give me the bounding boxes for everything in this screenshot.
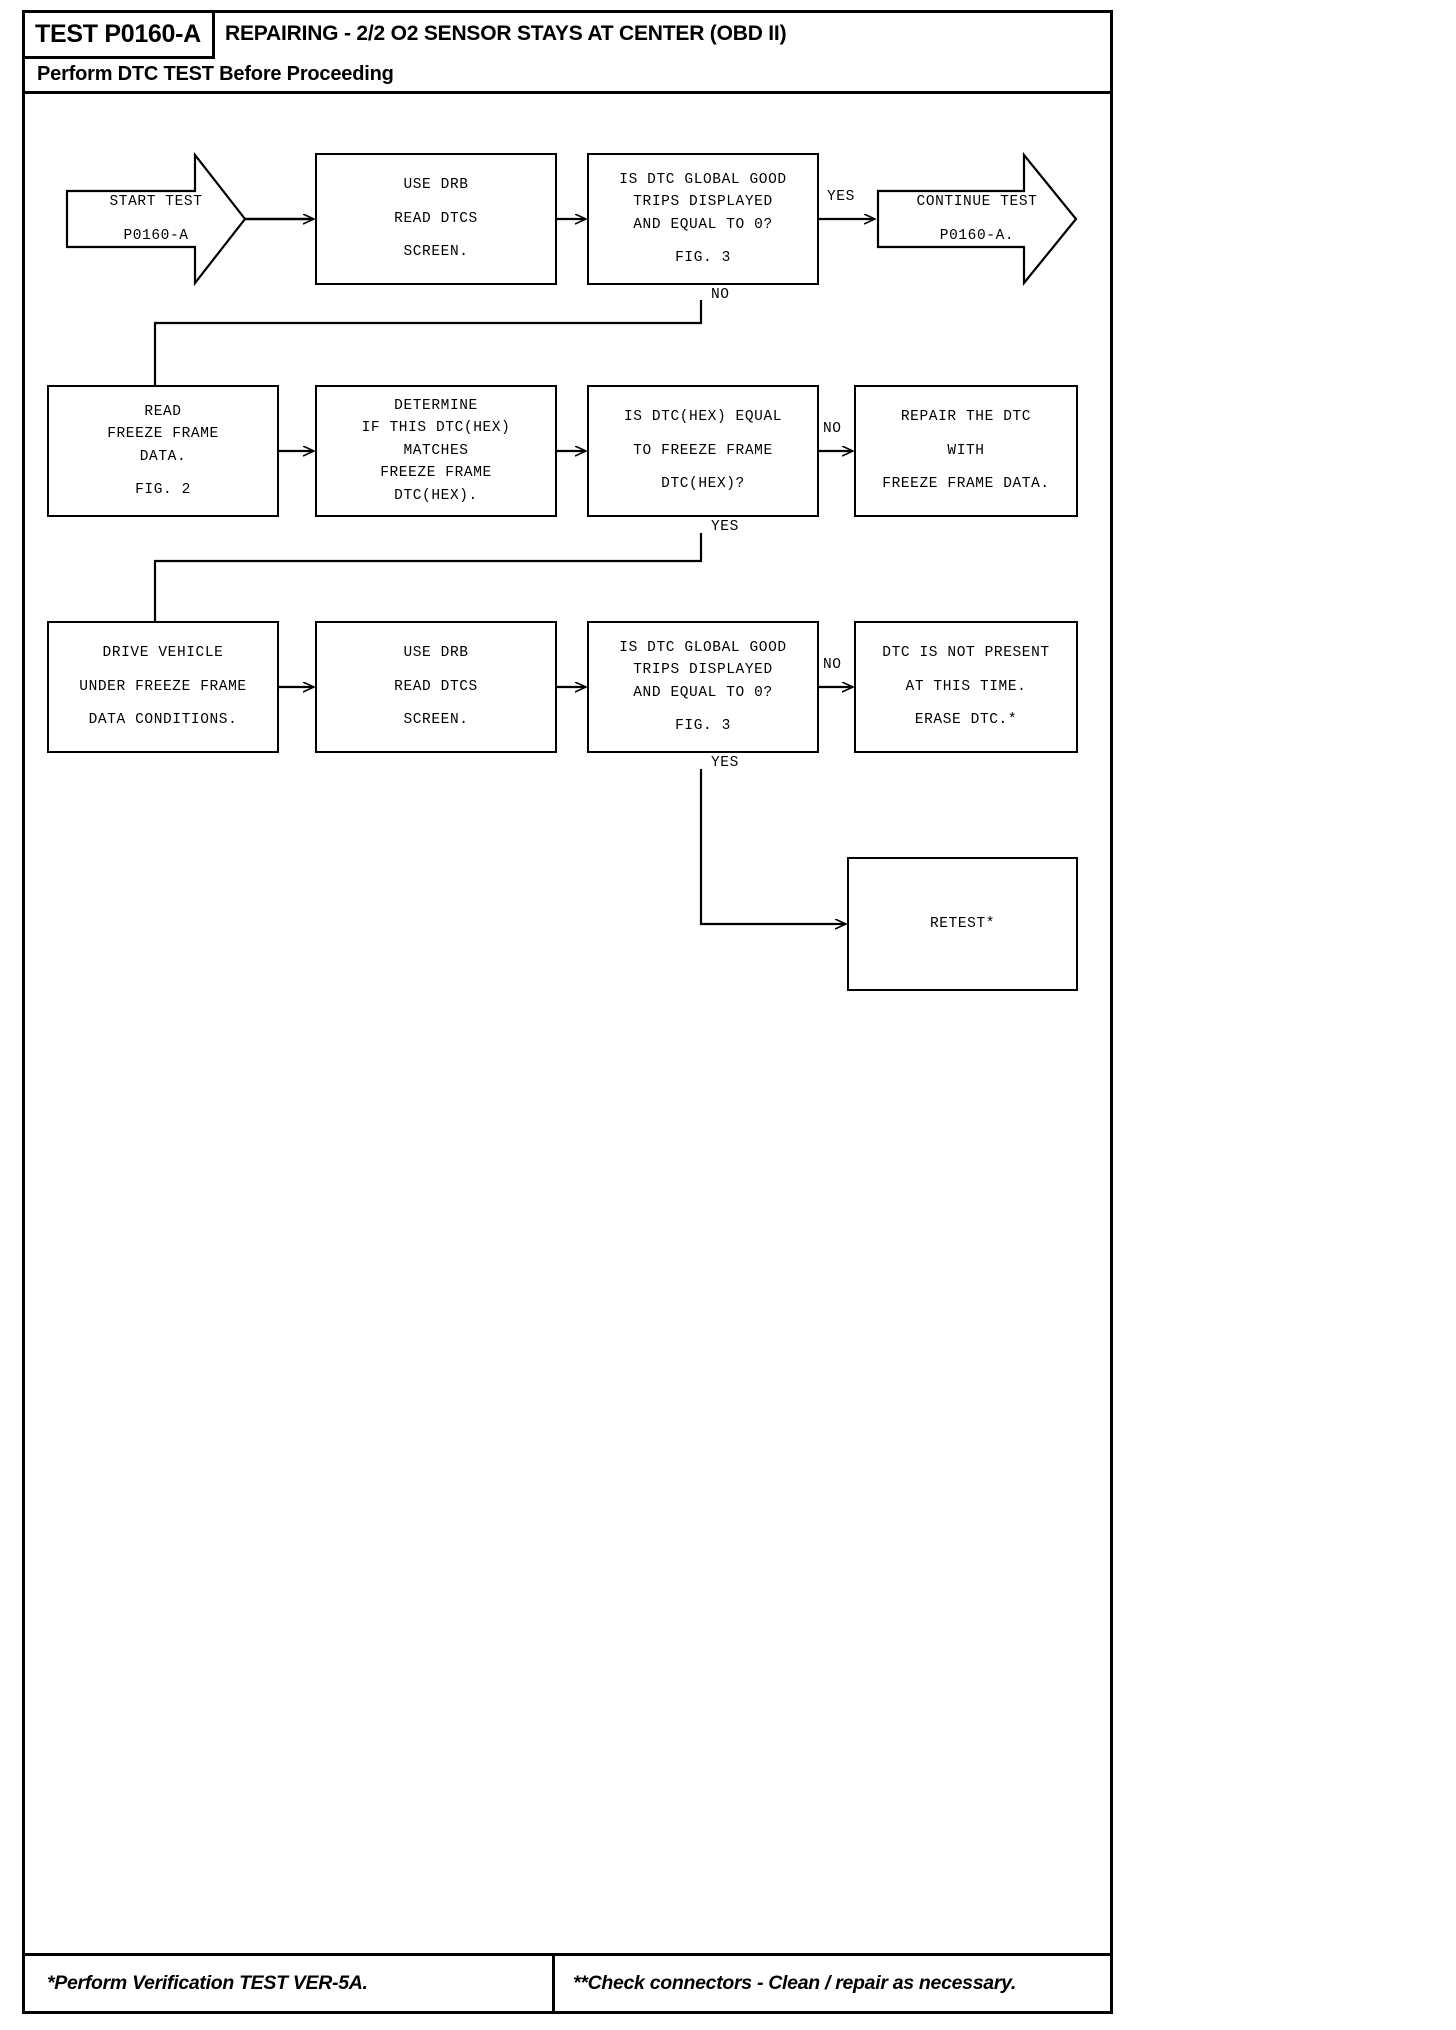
node-line: DTC(HEX). bbox=[394, 487, 478, 504]
node-line: IS DTC GLOBAL GOOD bbox=[619, 171, 787, 188]
flowchart-connectors bbox=[25, 91, 1110, 1931]
node-line: IS DTC(HEX) EQUAL bbox=[623, 409, 783, 426]
test-id-label: TEST P0160-A bbox=[35, 20, 201, 48]
continue-test-arrow-shape bbox=[876, 151, 1078, 287]
diagram-page-frame: TEST P0160-A REPAIRING - 2/2 O2 SENSOR S… bbox=[22, 10, 1113, 2014]
page-subtitle: Perform DTC TEST Before Proceeding bbox=[37, 63, 394, 85]
node-repair-the-dtc[interactable]: REPAIR THE DTC WITH FREEZE FRAME DATA. bbox=[854, 385, 1078, 517]
node-line: READ DTCS bbox=[394, 678, 478, 695]
node-line: READ DTCS bbox=[394, 210, 478, 227]
node-line: AND EQUAL TO 0? bbox=[633, 216, 773, 233]
node-line: UNDER FREEZE FRAME bbox=[79, 678, 247, 695]
edge-label-no-row2: NO bbox=[823, 421, 842, 437]
test-id-box: TEST P0160-A bbox=[25, 13, 215, 59]
page-footer: *Perform Verification TEST VER-5A. **Che… bbox=[25, 1953, 1110, 2011]
node-read-freeze-frame-data[interactable]: READ FREEZE FRAME DATA. FIG. 2 bbox=[47, 385, 279, 517]
node-line: IF THIS DTC(HEX) bbox=[361, 420, 511, 437]
node-line: REPAIR THE DTC bbox=[900, 409, 1032, 426]
node-retest[interactable]: RETEST* bbox=[847, 857, 1078, 991]
node-line: RETEST* bbox=[929, 915, 996, 932]
node-line: USE DRB bbox=[403, 177, 469, 194]
node-use-drb-read-dtcs-2[interactable]: USE DRB READ DTCS SCREEN. bbox=[315, 621, 557, 753]
node-line: MATCHES bbox=[403, 442, 469, 459]
header-divider bbox=[25, 91, 1110, 94]
node-line: FIG. 3 bbox=[675, 717, 731, 734]
footer-left-cell: *Perform Verification TEST VER-5A. bbox=[25, 1956, 555, 2011]
node-continue-test[interactable]: CONTINUE TEST P0160-A. bbox=[876, 151, 1078, 287]
node-line: SCREEN. bbox=[403, 244, 469, 261]
node-is-dtc-global-good-2[interactable]: IS DTC GLOBAL GOOD TRIPS DISPLAYED AND E… bbox=[587, 621, 819, 753]
node-line: AT THIS TIME. bbox=[905, 678, 1027, 695]
node-line: TO FREEZE FRAME bbox=[633, 442, 773, 459]
edge-label-no-row1: NO bbox=[711, 287, 730, 303]
node-line: DTC(HEX)? bbox=[661, 476, 745, 493]
edge-label-yes-row1: YES bbox=[827, 189, 855, 205]
node-line: FIG. 2 bbox=[135, 481, 191, 498]
footer-verification-note: *Perform Verification TEST VER-5A. bbox=[47, 1972, 368, 1994]
node-drive-vehicle[interactable]: DRIVE VEHICLE UNDER FREEZE FRAME DATA CO… bbox=[47, 621, 279, 753]
edge-label-yes-row2: YES bbox=[711, 519, 739, 535]
node-line: IS DTC GLOBAL GOOD bbox=[619, 639, 787, 656]
node-line: FREEZE FRAME bbox=[107, 426, 219, 443]
edge-label-no-row3: NO bbox=[823, 657, 842, 673]
start-test-arrow-shape bbox=[65, 151, 247, 287]
node-is-dtc-hex-equal[interactable]: IS DTC(HEX) EQUAL TO FREEZE FRAME DTC(HE… bbox=[587, 385, 819, 517]
node-line: TRIPS DISPLAYED bbox=[633, 194, 773, 211]
edge-label-yes-row3: YES bbox=[711, 755, 739, 771]
page-header: TEST P0160-A REPAIRING - 2/2 O2 SENSOR S… bbox=[25, 13, 1110, 94]
node-line: FIG. 3 bbox=[675, 249, 731, 266]
node-line: DTC IS NOT PRESENT bbox=[882, 645, 1050, 662]
node-line: DRIVE VEHICLE bbox=[102, 645, 224, 662]
page-title: REPAIRING - 2/2 O2 SENSOR STAYS AT CENTE… bbox=[225, 22, 787, 45]
node-is-dtc-global-good-1[interactable]: IS DTC GLOBAL GOOD TRIPS DISPLAYED AND E… bbox=[587, 153, 819, 285]
node-line: ERASE DTC.* bbox=[914, 712, 1018, 729]
footer-right-cell: **Check connectors - Clean / repair as n… bbox=[555, 1956, 1110, 2011]
node-line: TRIPS DISPLAYED bbox=[633, 662, 773, 679]
node-line: USE DRB bbox=[403, 645, 469, 662]
node-use-drb-read-dtcs-1[interactable]: USE DRB READ DTCS SCREEN. bbox=[315, 153, 557, 285]
node-line: DATA. bbox=[139, 448, 187, 465]
node-line: READ bbox=[144, 403, 182, 420]
node-line: FREEZE FRAME DATA. bbox=[882, 476, 1050, 493]
node-determine-if-dtc-matches[interactable]: DETERMINE IF THIS DTC(HEX) MATCHES FREEZ… bbox=[315, 385, 557, 517]
node-line: AND EQUAL TO 0? bbox=[633, 684, 773, 701]
node-dtc-not-present[interactable]: DTC IS NOT PRESENT AT THIS TIME. ERASE D… bbox=[854, 621, 1078, 753]
footer-connectors-note: **Check connectors - Clean / repair as n… bbox=[573, 1972, 1017, 1994]
node-line: DETERMINE bbox=[394, 397, 478, 414]
node-start-test[interactable]: START TEST P0160-A bbox=[65, 151, 247, 287]
node-line: FREEZE FRAME bbox=[380, 465, 492, 482]
node-line: WITH bbox=[947, 442, 985, 459]
node-line: SCREEN. bbox=[403, 712, 469, 729]
node-line: DATA CONDITIONS. bbox=[88, 712, 238, 729]
flowchart-canvas: START TEST P0160-A USE DRB READ DTCS SCR… bbox=[25, 91, 1110, 1931]
